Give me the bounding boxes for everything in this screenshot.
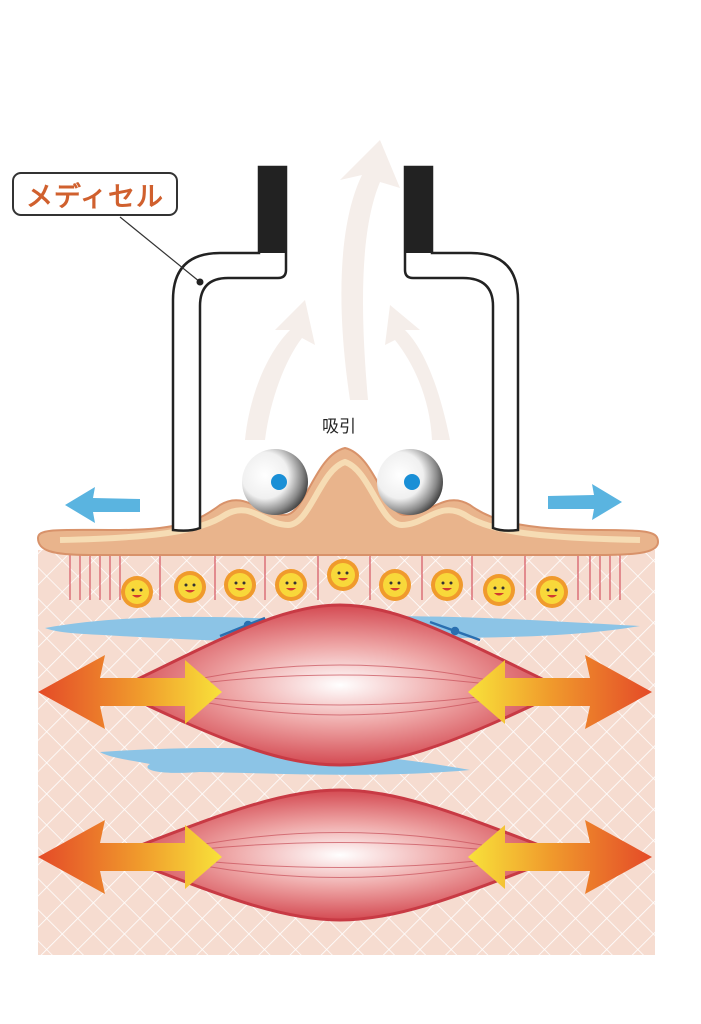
device-label: メディセル	[12, 172, 178, 216]
label-leader-line	[119, 216, 204, 286]
suction-arrows	[245, 140, 450, 440]
arrow-right-blue	[548, 484, 622, 520]
double-arrow-left-lower	[38, 820, 222, 894]
skin-inner-layer	[59, 458, 641, 543]
double-arrow-right-upper	[468, 655, 652, 729]
suction-label: 吸引	[322, 417, 356, 437]
medicell-device	[171, 165, 520, 532]
capillaries	[69, 555, 621, 600]
roller-left	[242, 449, 308, 515]
sun-cells	[121, 559, 568, 608]
arrow-left-blue	[65, 487, 140, 523]
double-arrow-left-upper	[38, 655, 222, 729]
stretch-arrows	[38, 655, 652, 894]
lymph-fluid-lower	[100, 747, 470, 775]
double-arrow-right-lower	[468, 820, 652, 894]
roller-right	[377, 449, 443, 515]
